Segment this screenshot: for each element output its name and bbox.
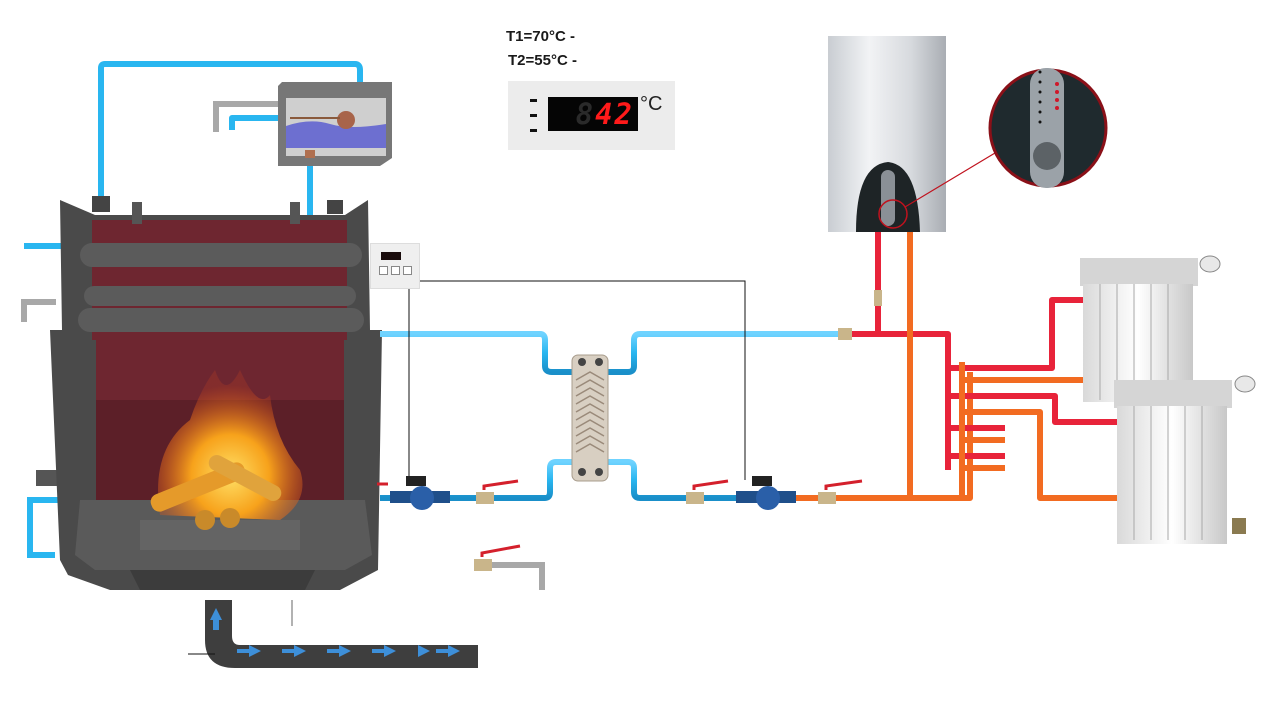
air-flow-arrows bbox=[210, 608, 460, 657]
thermometer-unit: °C bbox=[640, 93, 663, 115]
controller-display bbox=[381, 252, 401, 260]
boiler-pipes bbox=[838, 232, 913, 498]
controller-button bbox=[403, 266, 412, 275]
expansion-tank bbox=[278, 82, 392, 166]
radiator-pipes bbox=[1005, 297, 1117, 501]
ball-valves bbox=[377, 479, 863, 571]
air-intake-duct bbox=[188, 600, 478, 668]
fire-icon bbox=[150, 370, 303, 530]
primary-circuit-pipes bbox=[370, 331, 575, 568]
plate-heat-exchanger bbox=[571, 354, 609, 482]
radiator-lower bbox=[1114, 375, 1256, 544]
distribution-manifold bbox=[948, 362, 1005, 498]
thermometer-ticks bbox=[530, 99, 538, 144]
thermometer-dim-digit: 8 bbox=[575, 97, 596, 131]
controller-button bbox=[391, 266, 400, 275]
secondary-circuit-pipes bbox=[605, 331, 973, 501]
secondary-pump bbox=[736, 476, 796, 510]
radiator-upper bbox=[1080, 255, 1221, 402]
ball-valve bbox=[476, 479, 519, 504]
drain-pipe bbox=[485, 562, 545, 590]
thermometer-display: 842 bbox=[548, 97, 638, 131]
control-panel-magnifier bbox=[988, 68, 1108, 188]
ball-valve bbox=[818, 479, 863, 504]
boiler-controller bbox=[370, 243, 420, 289]
digital-thermometer: 842 °C bbox=[508, 81, 675, 150]
primary-pump bbox=[390, 476, 450, 510]
boiler-side-pipes bbox=[21, 243, 62, 558]
electric-boiler bbox=[828, 36, 1001, 232]
ball-valve bbox=[686, 479, 729, 504]
grey-inlet-pipe bbox=[213, 101, 282, 132]
ball-valve bbox=[474, 544, 521, 571]
supply-temperature-label: T1=70°C - bbox=[506, 28, 575, 45]
control-wires bbox=[408, 280, 746, 480]
controller-button bbox=[379, 266, 388, 275]
return-temperature-label: T2=55°C - bbox=[508, 52, 577, 69]
thermometer-reading: 42 bbox=[595, 97, 634, 131]
